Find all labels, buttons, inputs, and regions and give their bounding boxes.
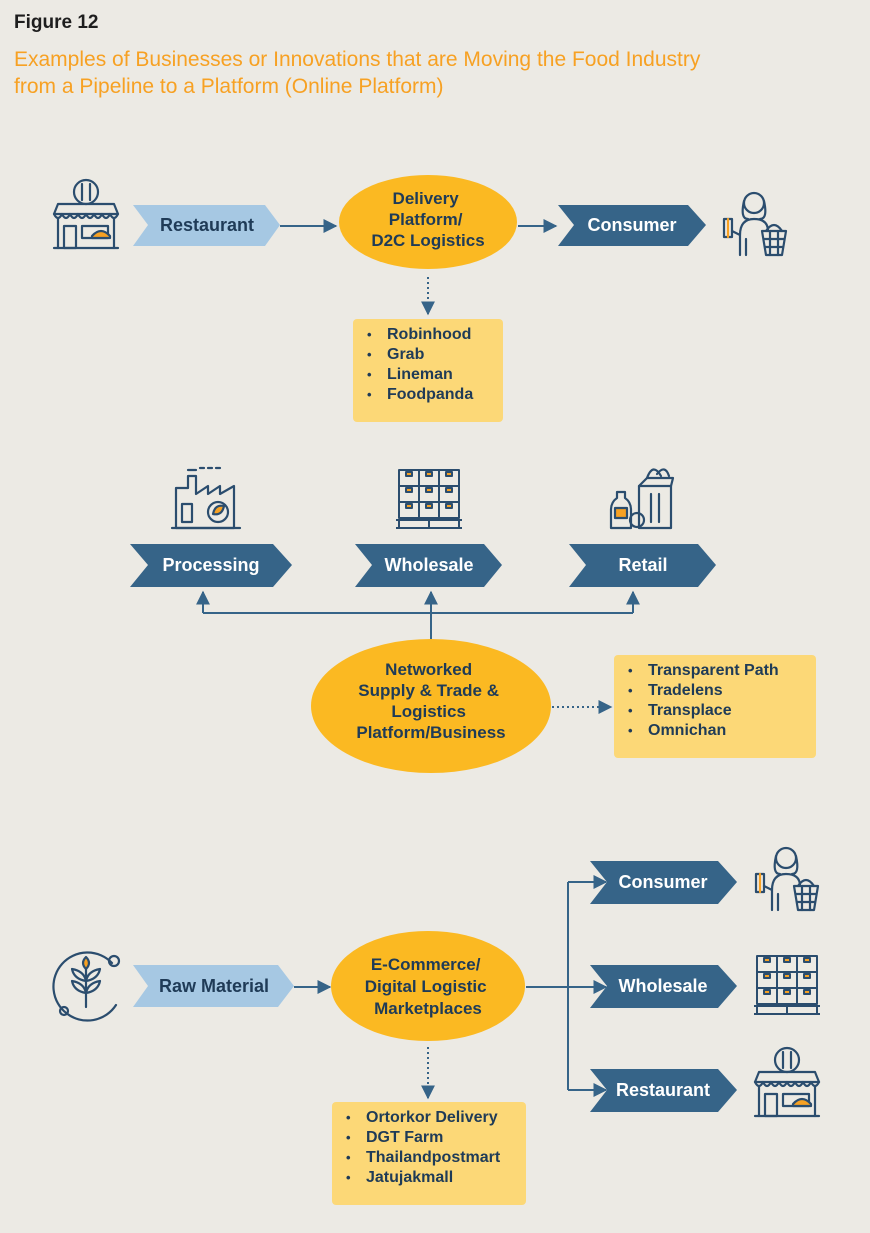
target-consumer-chevron bbox=[590, 861, 737, 904]
list-item: DGT Farm bbox=[346, 1128, 526, 1148]
ecommerce-platform-line-3: Marketplaces bbox=[374, 999, 482, 1018]
restaurant-icon bbox=[52, 178, 120, 250]
target-consumer-chevron-label: Consumer bbox=[618, 872, 707, 892]
ecommerce-platform-label: E-Commerce/ Digital Logistic Marketplace… bbox=[365, 955, 492, 1018]
list-item: Transparent Path bbox=[628, 661, 816, 681]
delivery-platform-ellipse bbox=[339, 175, 517, 269]
restaurant-chevron bbox=[133, 205, 280, 246]
list-item: Jatujakmall bbox=[346, 1168, 526, 1188]
figure-title-line-2: from a Pipeline to a Platform (Online Pl… bbox=[14, 75, 444, 98]
consumer-chevron-label: Consumer bbox=[587, 215, 676, 235]
processing-chevron bbox=[130, 544, 292, 587]
list-item: Thailandpostmart bbox=[346, 1148, 526, 1168]
fanout-connector-lines bbox=[526, 875, 608, 1097]
list-item: Foodpanda bbox=[367, 385, 503, 405]
networked-platform-line-3: Logistics bbox=[391, 702, 466, 721]
network-connector-lines bbox=[196, 590, 640, 640]
delivery-platform-line-2: Platform/ bbox=[389, 210, 463, 229]
figure-label: Figure 12 bbox=[14, 12, 99, 33]
grain-icon bbox=[52, 951, 121, 1022]
list-item: Ortorkor Delivery bbox=[346, 1108, 526, 1128]
list-item: Transplace bbox=[628, 701, 816, 721]
ecommerce-examples-box: Ortorkor Delivery DGT Farm Thailandpostm… bbox=[332, 1102, 526, 1205]
target-restaurant-chevron bbox=[590, 1069, 737, 1112]
target-wholesale-chevron-label: Wholesale bbox=[618, 976, 707, 996]
target-wholesale-chevron bbox=[590, 965, 737, 1008]
networked-platform-line-4: Platform/Business bbox=[356, 723, 505, 742]
raw-material-chevron bbox=[133, 965, 294, 1007]
grocery-bag-icon bbox=[609, 468, 675, 530]
pallet-boxes-icon bbox=[395, 469, 463, 529]
pallet-boxes-icon bbox=[753, 955, 821, 1015]
list-item: Lineman bbox=[367, 365, 503, 385]
ecommerce-platform-line-1: E-Commerce/ bbox=[371, 955, 481, 974]
list-item: Grab bbox=[367, 345, 503, 365]
retail-chevron-label: Retail bbox=[618, 555, 667, 575]
wholesale-chevron bbox=[355, 544, 502, 587]
networked-platform-line-1: Networked bbox=[385, 660, 472, 679]
ecommerce-platform-ellipse bbox=[331, 931, 525, 1041]
list-item: Tradelens bbox=[628, 681, 816, 701]
processing-chevron-label: Processing bbox=[162, 555, 259, 575]
networked-platform-ellipse bbox=[311, 639, 551, 773]
list-item: Robinhood bbox=[367, 325, 503, 345]
restaurant-chevron-label: Restaurant bbox=[160, 215, 254, 235]
raw-material-chevron-label: Raw Material bbox=[159, 976, 269, 996]
delivery-platform-line-3: D2C Logistics bbox=[371, 231, 484, 250]
retail-chevron bbox=[569, 544, 716, 587]
networked-platform-label: Networked Supply & Trade & Logistics Pla… bbox=[356, 660, 505, 742]
restaurant-icon bbox=[753, 1046, 821, 1118]
consumer-shopping-icon bbox=[754, 846, 820, 912]
factory-icon bbox=[170, 466, 242, 530]
list-item: Omnichan bbox=[628, 721, 816, 741]
figure-title-line-1: Examples of Businesses or Innovations th… bbox=[14, 48, 701, 71]
wholesale-chevron-label: Wholesale bbox=[384, 555, 473, 575]
network-examples-box: Transparent Path Tradelens Transplace Om… bbox=[614, 655, 816, 758]
networked-platform-line-2: Supply & Trade & bbox=[358, 681, 499, 700]
figure-title: Examples of Businesses or Innovations th… bbox=[14, 46, 864, 100]
ecommerce-platform-line-2: Digital Logistic bbox=[365, 977, 487, 996]
delivery-platform-label: Delivery Platform/ D2C Logistics bbox=[371, 189, 484, 250]
delivery-examples-box: Robinhood Grab Lineman Foodpanda bbox=[353, 319, 503, 422]
delivery-platform-line-1: Delivery bbox=[393, 189, 460, 208]
consumer-shopping-icon bbox=[722, 191, 788, 257]
consumer-chevron bbox=[558, 205, 706, 246]
target-restaurant-chevron-label: Restaurant bbox=[616, 1080, 710, 1100]
